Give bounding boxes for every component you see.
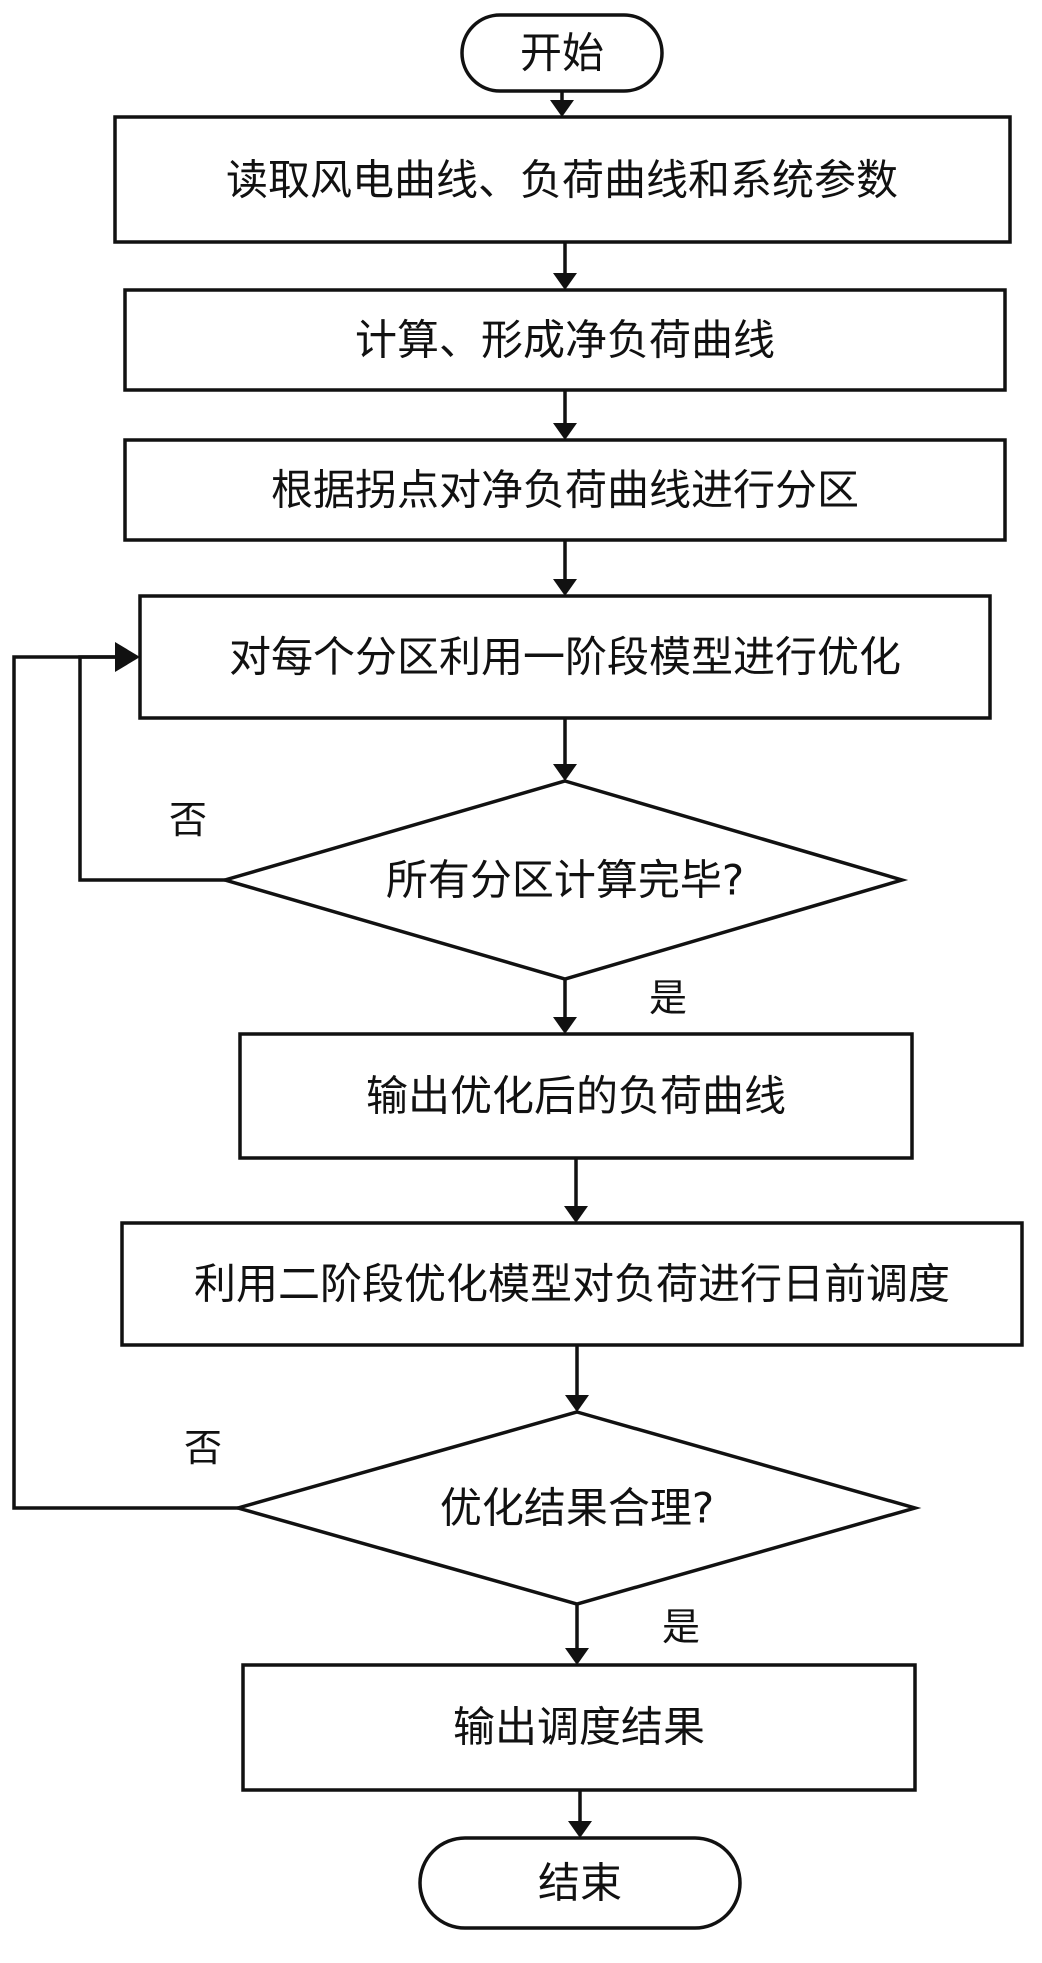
output-optimized-load-label: 输出优化后的负荷曲线 bbox=[366, 1072, 786, 1121]
read-input-node: 读取风电曲线、负荷曲线和系统参数 bbox=[115, 117, 1010, 242]
reasonable-no-label: 否 bbox=[184, 1426, 222, 1470]
stage2-dispatch-node: 利用二阶段优化模型对负荷进行日前调度 bbox=[122, 1223, 1022, 1345]
reasonable-decision-node: 优化结果合理? bbox=[238, 1412, 915, 1604]
edge-stage2-to-reasonable bbox=[565, 1345, 589, 1412]
stage1-optimize-node: 对每个分区利用一阶段模型进行优化 bbox=[140, 596, 990, 718]
stage2-dispatch-label: 利用二阶段优化模型对负荷进行日前调度 bbox=[194, 1260, 950, 1309]
all-done-decision-label: 所有分区计算完毕? bbox=[386, 856, 744, 905]
edge-read-input-to-net-load bbox=[553, 242, 577, 290]
all-done-yes-label: 是 bbox=[649, 976, 687, 1020]
reasonable-decision-label: 优化结果合理? bbox=[440, 1484, 714, 1533]
start-node: 开始 bbox=[462, 15, 662, 91]
reasonable-yes-label: 是 bbox=[662, 1605, 700, 1649]
all-done-no-label: 否 bbox=[169, 798, 207, 842]
edge-all-done-yes bbox=[553, 979, 577, 1034]
edge-reasonable-yes bbox=[565, 1604, 589, 1665]
start-label: 开始 bbox=[520, 29, 604, 78]
all-done-decision-node: 所有分区计算完毕? bbox=[225, 781, 902, 979]
end-label: 结束 bbox=[538, 1859, 622, 1908]
read-input-label: 读取风电曲线、负荷曲线和系统参数 bbox=[226, 156, 898, 205]
output-result-label: 输出调度结果 bbox=[453, 1703, 705, 1752]
end-node: 结束 bbox=[420, 1838, 740, 1928]
edge-reasonable-no-loop bbox=[14, 657, 238, 1508]
partition-label: 根据拐点对净负荷曲线进行分区 bbox=[271, 466, 859, 515]
stage1-optimize-label: 对每个分区利用一阶段模型进行优化 bbox=[229, 633, 901, 682]
partition-node: 根据拐点对净负荷曲线进行分区 bbox=[125, 440, 1005, 540]
edge-start-to-read-input bbox=[550, 91, 574, 117]
net-load-label: 计算、形成净负荷曲线 bbox=[355, 316, 775, 365]
edge-stage1-to-all-done bbox=[553, 718, 577, 781]
loop-merge-arrowhead bbox=[115, 642, 140, 672]
output-optimized-load-node: 输出优化后的负荷曲线 bbox=[240, 1034, 912, 1158]
edge-output-result-to-end bbox=[568, 1790, 592, 1838]
net-load-node: 计算、形成净负荷曲线 bbox=[125, 290, 1005, 390]
edge-net-load-to-partition bbox=[553, 390, 577, 440]
output-result-node: 输出调度结果 bbox=[243, 1665, 915, 1790]
edge-partition-to-stage1 bbox=[553, 540, 577, 596]
edge-output-load-to-stage2 bbox=[564, 1158, 588, 1223]
